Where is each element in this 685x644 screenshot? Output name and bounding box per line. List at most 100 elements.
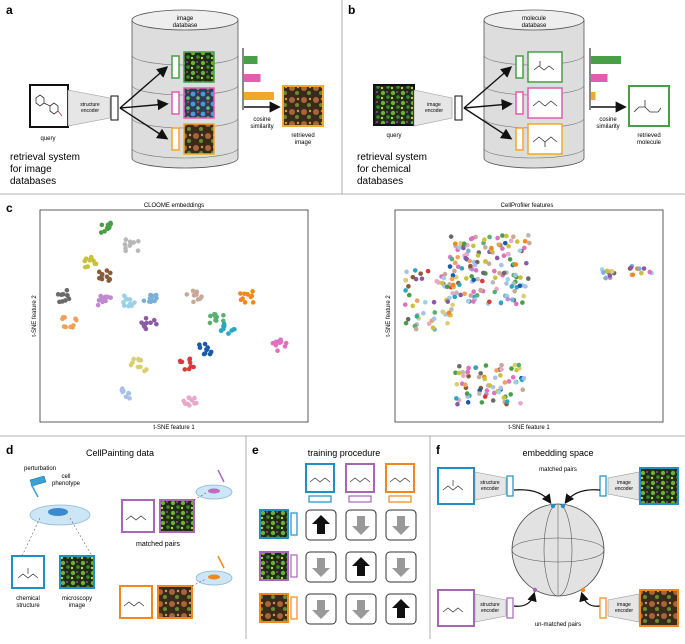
scatter-point [453, 274, 459, 280]
scatter-point [473, 268, 479, 273]
scatter-point [475, 276, 480, 282]
encoder-label-line-2: encoder [81, 108, 99, 114]
scatter-point [188, 364, 194, 369]
scatter-point [142, 368, 147, 374]
arrow-down-icon [312, 600, 330, 619]
db-entry-green [171, 51, 215, 83]
scatter-point [102, 295, 107, 300]
structure-encoder-top [474, 471, 507, 501]
scatter-point [453, 370, 458, 376]
image-input-orange [639, 589, 679, 627]
scatter-point [455, 264, 461, 270]
similarity-bars-a [244, 56, 274, 100]
scatter-point [607, 273, 613, 278]
scatter-point [524, 260, 529, 266]
scatter-point [218, 328, 224, 333]
scatter-point [502, 240, 508, 246]
scatter-point [187, 403, 192, 408]
scatter-point [492, 275, 498, 281]
scatter-point [129, 240, 135, 246]
encoder-label-line-2: encoder [615, 608, 633, 614]
scatter-point [431, 316, 437, 322]
scatter-point [458, 241, 464, 246]
retrieval-arrows [463, 66, 513, 140]
right-scatter-points [402, 233, 654, 407]
scatter-point [628, 265, 634, 271]
scatter-point [63, 324, 68, 330]
arrow-down-icon [352, 600, 370, 619]
query-structure-box [29, 84, 69, 128]
scatter-point [483, 245, 488, 250]
scatter-point [143, 326, 149, 332]
panel-d-title: CellPainting data [86, 448, 154, 458]
molecule-icon [309, 477, 331, 483]
scatter-point [518, 400, 523, 406]
scatter-point [467, 258, 473, 264]
scatter-point [647, 269, 653, 275]
matched-pairs-label: matched pairs [539, 467, 577, 473]
scatter-point [508, 392, 514, 397]
pipette-icon [29, 475, 47, 498]
column-embedding [308, 495, 332, 503]
scatter-point [250, 300, 256, 305]
scatter-point [59, 292, 64, 298]
caption-line-3: databases [10, 176, 56, 187]
cosine-label-line-1: cosine [253, 117, 271, 123]
scatter-point [494, 255, 500, 261]
scatter-point [480, 278, 485, 284]
scatter-point [466, 365, 471, 371]
scatter-point [630, 272, 636, 278]
scatter-point [601, 270, 606, 275]
column-embedding [388, 495, 412, 503]
scatter-point [205, 345, 211, 350]
embedding-sphere [511, 503, 605, 597]
scatter-point [455, 254, 460, 260]
scatter-point [82, 258, 88, 264]
scatter-point [439, 280, 445, 286]
scatter-point [213, 318, 219, 323]
cosine-label-line-2: similarity [250, 124, 273, 130]
arrow-up-icon [392, 599, 410, 618]
query-embedding [110, 95, 119, 121]
scatter-point [182, 367, 188, 372]
right-xlabel: t-SNE feature 1 [508, 425, 550, 431]
scatter-point [454, 290, 459, 296]
scatter-point [482, 376, 487, 382]
scatter-point [138, 357, 144, 363]
arrow-up-icon [312, 515, 330, 534]
row-embedding [290, 596, 298, 620]
scatter-point [273, 342, 279, 348]
encoder-label-line-2: encoder [425, 108, 443, 114]
panel-e-title: training procedure [308, 448, 381, 458]
scatter-point [521, 376, 527, 381]
scatter-point [453, 241, 458, 247]
caption-line-1: retrieval system [10, 152, 80, 163]
micro-label-line-1: microscopy [62, 596, 92, 602]
scatter-point [426, 321, 432, 327]
embedding-arrows [513, 489, 601, 607]
scatter-point [444, 284, 450, 290]
scatter-point [459, 266, 465, 271]
scatter-point [278, 339, 284, 344]
cosine-label-line-1: cosine [599, 117, 617, 123]
scatter-point [501, 395, 507, 400]
scatter-point [242, 291, 247, 297]
scatter-point [514, 239, 520, 244]
molecule-icon [442, 480, 464, 491]
scatter-point [143, 315, 149, 321]
scatter-point [490, 384, 496, 390]
scatter-point [141, 298, 147, 304]
scatter-point [609, 269, 615, 274]
scatter-point [521, 293, 526, 299]
retrieval-arrows [119, 66, 169, 140]
panel-letter-a: a [6, 3, 13, 17]
database-title-line-1: molecule [522, 16, 547, 22]
scatter-point [436, 280, 441, 285]
